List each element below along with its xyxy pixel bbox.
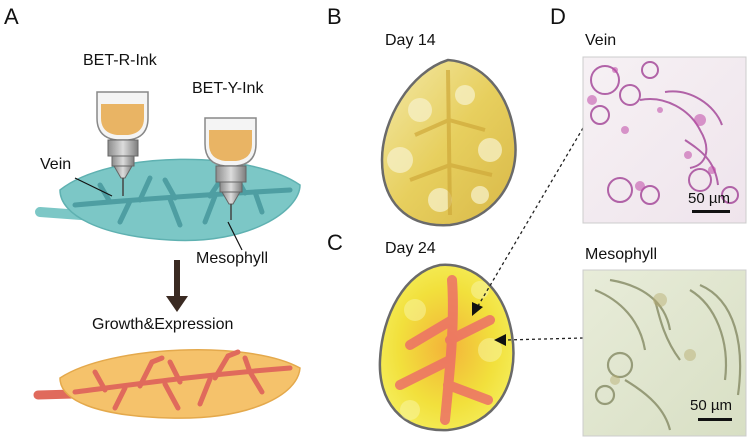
teal-leaf [35, 158, 301, 242]
mesophyll-scale-bar-label: 50 µm [690, 397, 732, 414]
process-label: Growth&Expression [92, 316, 234, 333]
vein-pointer-arrow [472, 127, 584, 316]
mesophyll-micrograph [582, 269, 747, 437]
day24-label: Day 24 [385, 240, 436, 257]
panel-letter-a: A [4, 4, 19, 29]
vein-micrograph-title: Vein [585, 32, 617, 49]
mesophyll-micrograph-title: Mesophyll [585, 246, 658, 263]
yellow-ink-label: BET-Y-Ink [192, 80, 264, 97]
vein-leader-line [74, 177, 113, 197]
panel-letter-b: B [327, 4, 342, 29]
vein-label: Vein [40, 156, 72, 173]
mesophyll-label: Mesophyll [196, 250, 269, 267]
day24-leaf-photo [378, 263, 515, 432]
day14-label: Day 14 [385, 32, 436, 49]
mesophyll-pointer-arrow [494, 334, 584, 346]
panel-letter-c: C [327, 230, 343, 255]
grown-leaf [33, 349, 301, 419]
vein-micrograph [582, 56, 747, 224]
panel-letter-d: D [550, 4, 566, 29]
mesophyll-leader-line [227, 221, 243, 251]
day14-leaf-photo [380, 58, 517, 227]
red-ink-nozzle [96, 91, 149, 196]
vein-scale-bar-label: 50 µm [688, 190, 730, 207]
red-ink-label: BET-R-Ink [83, 52, 157, 69]
process-arrow [166, 260, 188, 312]
yellow-ink-nozzle [204, 117, 257, 220]
